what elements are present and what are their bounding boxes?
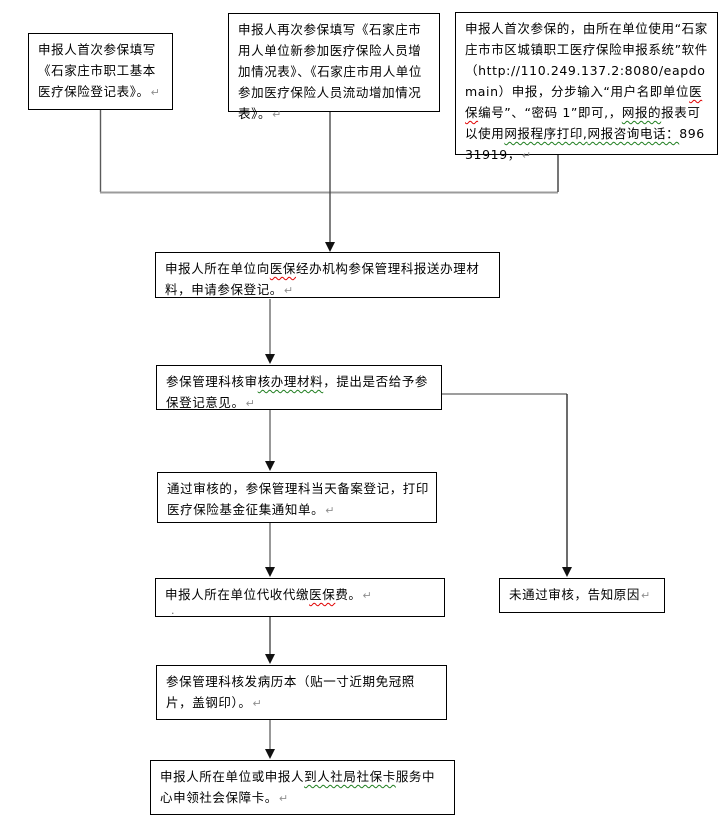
step-review-materials: 参保管理科核审核办理材料，提出是否给予参保登记意见。↵ xyxy=(156,365,442,410)
step-text: 申报人所在单位代收代缴医保费。↵ xyxy=(165,587,372,602)
stray-period: . xyxy=(171,604,176,617)
step-unit-collect-fees: 申报人所在单位代收代缴医保费。↵ . xyxy=(155,578,445,617)
arrowhead-into-collect xyxy=(265,567,275,577)
step-text: 申报人所在单位或申报人到人社局社保卡服务中心申领社会保障卡。↵ xyxy=(160,769,436,805)
arrowhead-into-submit xyxy=(325,242,335,252)
arrowhead-into-approved xyxy=(265,461,275,471)
step-text: 参保管理科核审核办理材料，提出是否给予参保登记意见。↵ xyxy=(166,374,429,410)
arrowhead-into-card xyxy=(265,749,275,759)
step-text: 申报人再次参保填写《石家庄市用人单位新参加医疗保险人员增加情况表》、《石家庄市用… xyxy=(238,22,423,121)
step-online-declaration-note: 申报人首次参保的，由所在单位使用“石家庄市市区城镇职工医疗保险申报系统”软件（h… xyxy=(455,12,718,162)
arrowhead-into-review xyxy=(265,354,275,364)
step-text: 申报人所在单位向医保经办机构参保管理科报送办理材料，申请参保登记。↵ xyxy=(165,261,480,297)
step-submit-materials: 申报人所在单位向医保经办机构参保管理科报送办理材料，申请参保登记。↵ xyxy=(155,252,500,298)
step-issue-medical-record-book: 参保管理科核发病历本（贴一寸近期免冠照片，盖钢印）。↵ xyxy=(156,665,447,720)
step-first-time-fill-form: 申报人首次参保填写《石家庄市职工基本医疗保险登记表》。↵ xyxy=(28,33,173,110)
step-text: 申报人首次参保的，由所在单位使用“石家庄市市区城镇职工医疗保险申报系统”软件（h… xyxy=(465,21,708,162)
step-repeat-enrollment-forms: 申报人再次参保填写《石家庄市用人单位新参加医疗保险人员增加情况表》、《石家庄市用… xyxy=(228,13,440,121)
step-text: 申报人首次参保填写《石家庄市职工基本医疗保险登记表》。↵ xyxy=(38,42,160,99)
step-apply-social-security-card: 申报人所在单位或申报人到人社局社保卡服务中心申领社会保障卡。↵ xyxy=(150,760,455,815)
arrowhead-into-recordbook xyxy=(265,654,275,664)
step-text: 未通过审核，告知原因↵ xyxy=(509,587,651,602)
step-rejected-notice: 未通过审核，告知原因↵ xyxy=(499,578,665,613)
step-text: 通过审核的，参保管理科当天备案登记，打印医疗保险基金征集通知单。↵ xyxy=(167,481,430,517)
step-text: 参保管理科核发病历本（贴一寸近期免冠照片，盖钢印）。↵ xyxy=(166,674,415,710)
step-approved-registration: 通过审核的，参保管理科当天备案登记，打印医疗保险基金征集通知单。↵ xyxy=(157,472,437,523)
arrowhead-into-rejected xyxy=(562,567,572,577)
